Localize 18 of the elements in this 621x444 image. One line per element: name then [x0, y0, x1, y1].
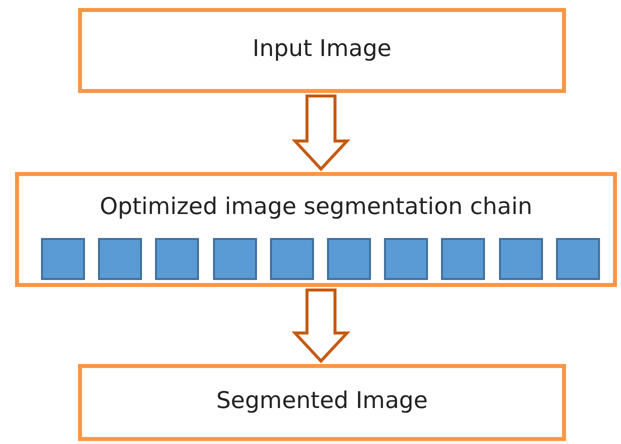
chain-step-box: [327, 238, 371, 280]
chain-step-box: [212, 238, 257, 280]
output-box: [78, 364, 566, 441]
block-arrow: [292, 288, 350, 364]
node-label: Input Image: [252, 36, 392, 62]
chain-box: [15, 172, 617, 287]
chain-step-box: [384, 238, 428, 280]
chain-step-box: [441, 238, 486, 280]
block-arrow: [292, 94, 350, 172]
chain-title: Optimized image segmentation chain: [98, 194, 534, 220]
chain-step-box: [498, 238, 543, 280]
input-box: [78, 8, 566, 93]
chain-step-box: [41, 238, 85, 280]
chain-step-box: [270, 238, 314, 280]
node-label: Segmented Image: [215, 388, 429, 414]
chain-step-box: [98, 238, 142, 280]
chain-step-box: [556, 238, 600, 280]
chain-step-box: [155, 238, 200, 280]
